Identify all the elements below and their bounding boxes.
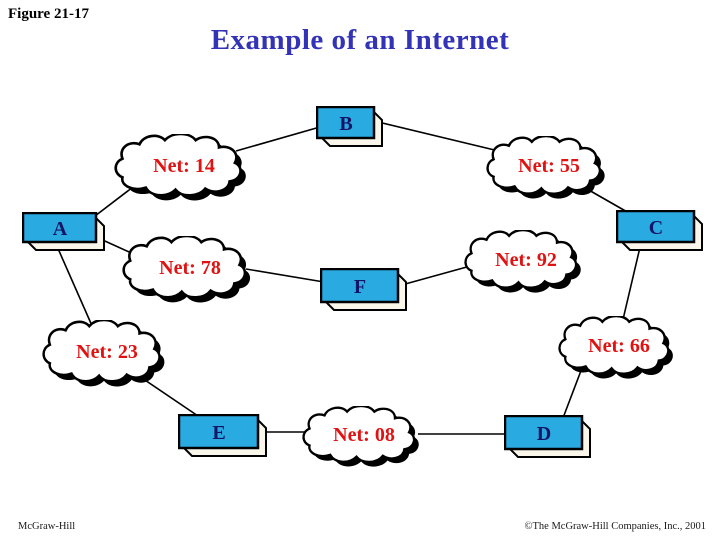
network-label: Net: 08	[333, 423, 395, 446]
router-d: D	[503, 414, 592, 464]
page-title: Example of an Internet	[210, 24, 510, 56]
cloud-icon	[558, 316, 673, 379]
router-label: D	[537, 423, 551, 445]
router-box-icon: B	[315, 105, 383, 147]
cloud-icon	[122, 236, 251, 303]
link-a-net23	[55, 243, 94, 329]
network-net66: Net: 66	[558, 316, 680, 380]
cloud-icon	[42, 320, 165, 387]
cloud-icon	[486, 136, 605, 199]
router-c: C	[615, 209, 704, 257]
network-label: Net: 78	[159, 256, 221, 279]
router-box-icon: F	[319, 267, 407, 311]
network-net78: Net: 78	[122, 236, 258, 304]
router-e: E	[177, 413, 268, 463]
network-net23: Net: 23	[42, 320, 172, 388]
network-net92: Net: 92	[464, 230, 588, 294]
link-net78-f	[245, 268, 325, 283]
router-label: C	[649, 217, 663, 239]
link-net14-b	[235, 126, 321, 152]
router-label: A	[53, 218, 68, 240]
router-a: A	[21, 211, 106, 257]
router-f: F	[319, 267, 408, 317]
router-label: B	[339, 113, 352, 135]
network-label: Net: 23	[76, 340, 138, 363]
footer-publisher: McGraw-Hill	[18, 521, 76, 532]
footer-copyright: ©The McGraw-Hill Companies, Inc., 2001	[524, 521, 706, 532]
network-net08: Net: 08	[302, 406, 426, 468]
router-box-icon: A	[21, 211, 105, 251]
network-net55: Net: 55	[486, 136, 612, 200]
cloud-icon	[114, 134, 246, 201]
router-box-icon: C	[615, 209, 703, 251]
link-a-net14	[94, 186, 134, 217]
cloud-icon	[464, 230, 581, 293]
router-box-icon: D	[503, 414, 591, 458]
cloud-icon	[302, 406, 419, 467]
link-f-net92	[397, 264, 475, 287]
link-c-net66	[620, 242, 642, 329]
link-b-net55	[373, 120, 508, 154]
network-net14: Net: 14	[114, 134, 254, 202]
network-label: Net: 14	[153, 154, 215, 177]
router-b: B	[315, 105, 384, 153]
router-label: E	[212, 422, 225, 444]
network-label: Net: 92	[495, 248, 557, 271]
link-net66-d	[562, 367, 583, 419]
network-label: Net: 55	[518, 154, 580, 177]
network-label: Net: 66	[588, 334, 650, 357]
router-box-icon: E	[177, 413, 267, 457]
figure-label: Figure 21-17	[8, 6, 89, 22]
router-label: F	[354, 276, 366, 298]
